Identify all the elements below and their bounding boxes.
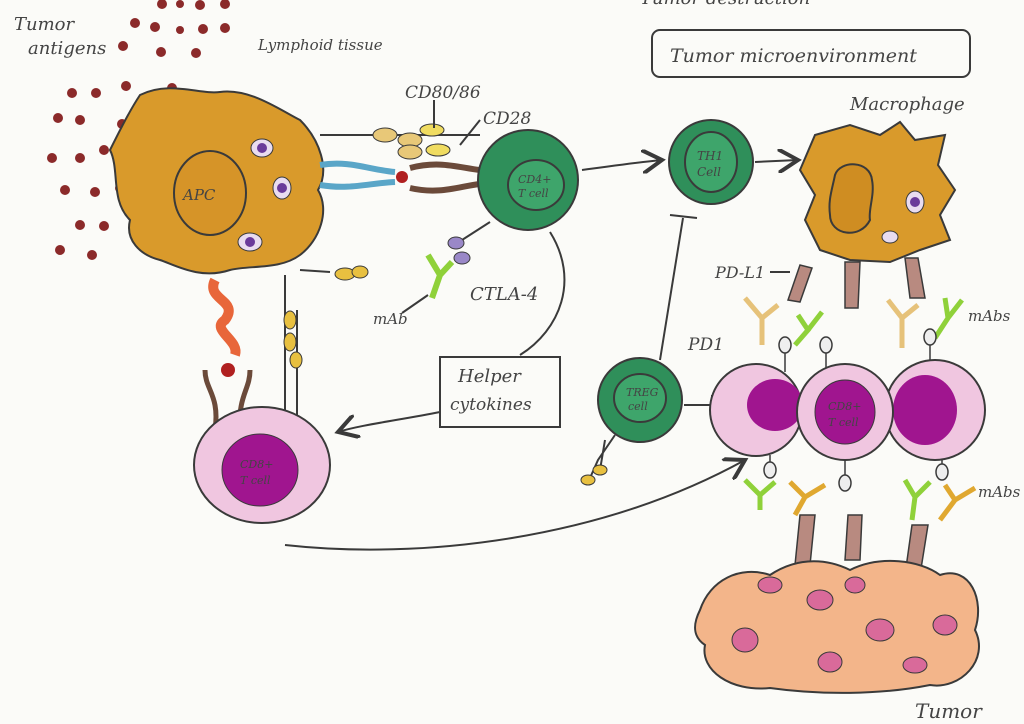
macrophage-label: Macrophage	[849, 94, 965, 115]
cd28-label: CD28	[483, 109, 531, 129]
apc-nucleus	[173, 150, 247, 236]
cd8-t-cell-left: CD8+ T cell	[193, 406, 331, 524]
mabs-bottom-label: mAbs	[978, 483, 1021, 501]
mab-label: mAb	[373, 310, 408, 328]
cd4-t-cell: CD4+ T cell	[477, 129, 579, 231]
svg-text:Helper: Helper	[457, 366, 522, 387]
svg-text:TREG: TREG	[626, 386, 659, 399]
apc-label: APC	[181, 186, 216, 204]
antibodies-top	[743, 296, 964, 348]
tumor-antigen-dots	[47, 0, 230, 260]
macrophage-cell	[787, 120, 957, 309]
treg-cell: TREG cell	[580, 357, 683, 486]
helper-cytokines-box: Helper cytokines	[439, 356, 561, 428]
svg-text:cytokines: cytokines	[450, 395, 532, 415]
antibody-icon	[425, 253, 455, 299]
tumor-label: Tumor	[915, 699, 983, 723]
svg-text:CD8+: CD8+	[240, 458, 273, 471]
svg-text:T cell: T cell	[240, 474, 271, 487]
antibodies-bottom	[743, 478, 977, 522]
ctla4-receptor	[425, 221, 491, 299]
svg-text:T cell: T cell	[518, 187, 549, 200]
svg-text:Cell: Cell	[697, 165, 721, 179]
mabs-top-label: mAbs	[968, 307, 1011, 325]
svg-text:T cell: T cell	[828, 416, 859, 429]
th1-cell: TH1 Cell	[668, 119, 754, 205]
tumor-mass	[694, 559, 980, 694]
pd-l1-label: PD-L1	[714, 263, 765, 282]
lymphoid-tissue-label: Lymphoid tissue	[257, 36, 383, 54]
tumor-antigens-label: Tumor	[14, 14, 76, 35]
tumor-microenvironment-box: Tumor microenvironment	[651, 29, 971, 78]
svg-text:Tumor microenvironment: Tumor microenvironment	[670, 45, 917, 67]
cd8-t-cells-right: CD8+ T cell	[709, 359, 986, 492]
cd80-86-label: CD80/86	[405, 83, 481, 103]
svg-text:CD8+: CD8+	[828, 400, 861, 413]
svg-text:antigens: antigens	[28, 38, 106, 59]
svg-text:cell: cell	[628, 400, 648, 413]
apc-cell: APC	[108, 87, 325, 275]
ctla4-label: CTLA-4	[470, 284, 538, 305]
apc-cd4-receptors	[319, 100, 481, 194]
pd-l1-receptors	[787, 257, 926, 309]
pd1-receptors	[778, 328, 937, 372]
tumor-destruction-label: Tumor destruction	[640, 0, 810, 9]
svg-text:TH1: TH1	[697, 149, 723, 163]
pd1-label: PD1	[687, 335, 724, 355]
svg-text:CD4+: CD4+	[518, 173, 551, 186]
